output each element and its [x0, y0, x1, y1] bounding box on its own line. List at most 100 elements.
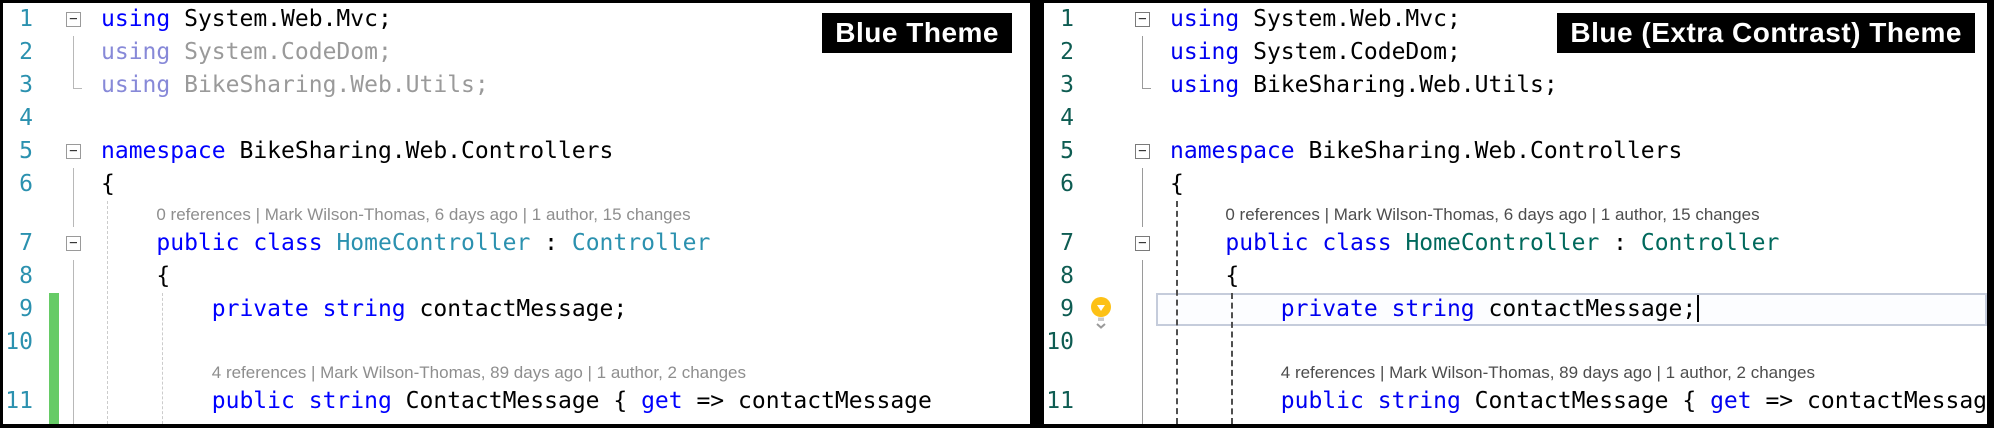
code-line: 6{ [3, 168, 1030, 201]
editor-margin [1088, 3, 1130, 36]
code-text[interactable]: using System.CodeDom; [87, 36, 1030, 69]
code-token [1392, 230, 1406, 256]
code-token: ContactMessage { [391, 388, 642, 414]
code-text[interactable]: { [87, 168, 1030, 201]
code-line: 7−public class HomeController : Controll… [3, 227, 1030, 260]
code-token [1378, 296, 1392, 322]
code-token: using [1170, 39, 1240, 65]
code-text[interactable]: namespace BikeSharing.Web.Controllers [1156, 135, 1987, 168]
codelens-info[interactable]: 0 references | Mark Wilson-Thomas, 6 day… [156, 205, 691, 224]
code-text[interactable]: { [87, 260, 1030, 293]
line-number: 5 [19, 138, 33, 164]
editor-margin [47, 227, 61, 260]
code-text[interactable]: public string ContactMessage { get => co… [87, 385, 1030, 424]
fold-collapse-icon[interactable]: − [1135, 236, 1150, 251]
text-cursor [1697, 295, 1700, 322]
editor-margin [1088, 201, 1130, 227]
codelens-text-container[interactable]: 4 references | Mark Wilson-Thomas, 89 da… [87, 359, 1030, 385]
codelens-text-container[interactable]: 4 references | Mark Wilson-Thomas, 89 da… [1156, 359, 1987, 385]
fold-margin: − [61, 135, 87, 168]
fold-collapse-icon[interactable]: − [66, 12, 81, 27]
line-body: public string ContactMessage { get => co… [1156, 385, 1987, 424]
line-number: 9 [1060, 296, 1074, 322]
code-token: HomeController [1405, 230, 1600, 256]
code-token: namespace [1170, 138, 1295, 164]
fold-margin: − [1130, 227, 1156, 260]
code-token [309, 296, 323, 322]
line-body: 0 references | Mark Wilson-Thomas, 6 day… [1156, 201, 1987, 227]
code-text[interactable]: public class HomeController : Controller [1156, 227, 1987, 260]
fold-margin [1130, 201, 1156, 227]
line-body: public class HomeController : Controller [1156, 227, 1987, 260]
code-token: using [101, 6, 171, 32]
editor-margin [1088, 36, 1130, 69]
line-body: using System.Web.Mvc; [87, 3, 1030, 36]
fold-scope-line [1142, 36, 1143, 69]
code-line: 1−using System.Web.Mvc; [1044, 3, 1987, 36]
indent-guide [162, 293, 163, 424]
code-text[interactable]: public string ContactMessage { get => co… [1156, 385, 1987, 424]
code-text[interactable]: using System.Web.Mvc; [87, 3, 1030, 36]
code-text[interactable]: using System.CodeDom; [1156, 36, 1987, 69]
fold-scope-line [73, 326, 74, 359]
fold-collapse-icon[interactable]: − [66, 144, 81, 159]
codelens-text-container[interactable]: 0 references | Mark Wilson-Thomas, 6 day… [87, 201, 1030, 227]
code-text[interactable] [87, 326, 1030, 359]
line-body: 4 references | Mark Wilson-Thomas, 89 da… [87, 359, 1030, 385]
line-number: 8 [1060, 263, 1074, 289]
code-text[interactable]: using BikeSharing.Web.Utils; [87, 69, 1030, 102]
code-text[interactable] [1156, 102, 1987, 135]
fold-scope-line [1142, 168, 1143, 201]
codelens-info[interactable]: 4 references | Mark Wilson-Thomas, 89 da… [211, 363, 746, 382]
code-text[interactable] [87, 102, 1030, 135]
code-token: { [101, 171, 115, 197]
fold-collapse-icon[interactable]: − [1135, 12, 1150, 27]
quick-actions-lightbulb-icon[interactable] [1088, 296, 1114, 333]
codelens-info[interactable]: 0 references | Mark Wilson-Thomas, 6 day… [1225, 205, 1760, 224]
code-token: BikeSharing.Web.Utils; [170, 72, 489, 98]
line-number: 11 [1046, 388, 1074, 414]
code-text[interactable]: using System.Web.Mvc; [1156, 3, 1987, 36]
editor-margin [1088, 359, 1130, 385]
codelens-row: 0 references | Mark Wilson-Thomas, 6 day… [3, 201, 1030, 227]
fold-margin [61, 201, 87, 227]
change-tracking-bar [49, 293, 59, 326]
code-token: ContactMessage { [1460, 388, 1711, 414]
codelens-text-container[interactable]: 0 references | Mark Wilson-Thomas, 6 day… [1156, 201, 1987, 227]
line-body: using System.CodeDom; [1156, 36, 1987, 69]
line-number [3, 201, 47, 227]
code-text[interactable]: private string contactMessage; [1156, 293, 1987, 326]
code-token: { [156, 263, 171, 289]
fold-scope-line [1142, 326, 1143, 359]
code-token: class [1322, 230, 1392, 256]
code-token: => contactMessage [1751, 388, 1987, 414]
fold-margin: − [61, 227, 87, 260]
code-text[interactable]: namespace BikeSharing.Web.Controllers [87, 135, 1030, 168]
code-token: Controller [571, 230, 711, 256]
fold-margin: − [61, 3, 87, 36]
editor-panel-blue-extra-contrast-theme: Blue (Extra Contrast) Theme 1−using Syst… [1044, 3, 1987, 424]
line-body [87, 326, 1030, 359]
code-text[interactable]: public class HomeController : Controller [87, 227, 1030, 260]
code-text[interactable]: private string contactMessage; [87, 293, 1030, 326]
code-text[interactable]: { [1156, 168, 1987, 201]
fold-collapse-icon[interactable]: − [1135, 144, 1150, 159]
fold-margin [1130, 168, 1156, 201]
codelens-info[interactable]: 4 references | Mark Wilson-Thomas, 89 da… [1280, 363, 1815, 382]
fold-margin [1130, 69, 1156, 102]
code-token: public [156, 230, 240, 256]
code-text[interactable]: using BikeSharing.Web.Utils; [1156, 69, 1987, 102]
fold-margin [1130, 260, 1156, 293]
editor-margin [1088, 135, 1130, 168]
fold-collapse-icon[interactable]: − [66, 236, 81, 251]
fold-scope-line [73, 36, 74, 69]
current-line-highlight: private string contactMessage; [1156, 293, 1987, 326]
code-text[interactable] [1156, 326, 1987, 359]
code-text[interactable]: { [1156, 260, 1987, 293]
line-body: public string ContactMessage { get => co… [87, 385, 1030, 424]
code-token [323, 230, 337, 256]
editor-margin [47, 69, 61, 102]
code-token: namespace [101, 138, 226, 164]
